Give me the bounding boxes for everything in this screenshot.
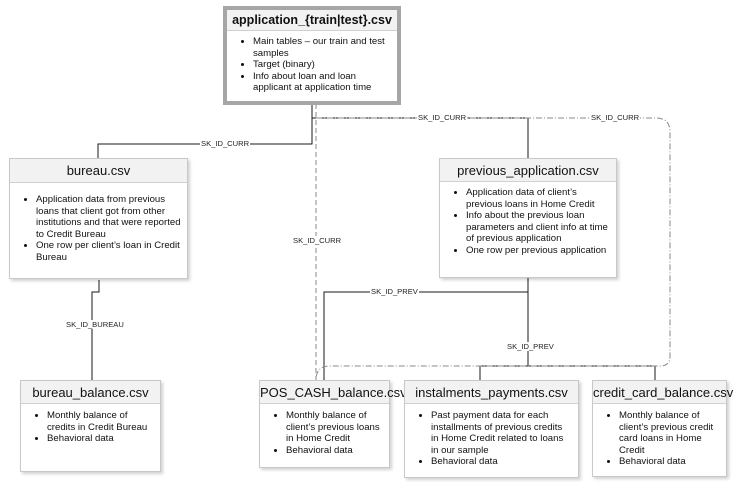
node-items: Application data of client’s previous lo… [440,187,616,257]
node-items: Monthly balance of credits in Credit Bur… [21,410,160,445]
node-item: Behavioral data [431,456,572,468]
edge-label-previous-pos-cash: SK_ID_PREV [370,287,419,296]
node-item: Main tables – our train and test samples [253,36,391,59]
edge-app-previous [312,117,529,158]
node-title: application_{train|test}.csv [227,10,397,31]
node-item: Info about the previous loan parameters … [466,210,610,245]
node-title: previous_application.csv [440,159,616,182]
edge-label-bureau-balance: SK_ID_BUREAU [65,320,125,329]
node-item: Target (binary) [253,59,391,71]
node-items: Past payment data for each installments … [405,410,578,468]
node-items: Monthly balance of client’s previous cre… [593,410,726,468]
edge-label-previous-installments: SK_ID_PREV [506,342,555,351]
node-item: One row per previous application [466,245,610,257]
node-item: Behavioral data [286,445,383,457]
node-item: Behavioral data [619,456,720,468]
edge-bureau-bureau-balance [91,280,100,380]
node-pos-cash-balance: POS_CASH_balance.csv Monthly balance of … [259,380,407,468]
node-title: instalments_payments.csv [405,381,578,404]
node-application: application_{train|test}.csv Main tables… [223,6,401,105]
node-bureau: bureau.csv Application data from previou… [9,158,188,279]
node-bureau-balance: bureau_balance.csv Monthly balance of cr… [20,380,161,472]
edge-label-app-bureau: SK_ID_CURR [200,139,251,148]
node-item: Monthly balance of client’s previous loa… [286,410,383,445]
edge-label-app-credit-card: SK_ID_CURR [590,113,641,122]
node-item: Behavioral data [47,433,154,445]
node-items: Monthly balance of client’s previous loa… [260,410,389,456]
node-previous-application: previous_application.csv Application dat… [439,158,617,278]
node-title: credit_card_balance.csv [593,381,733,404]
node-title: bureau_balance.csv [21,381,160,404]
node-item: Past payment data for each installments … [431,410,572,456]
node-item: Info about loan and loan applicant at ap… [253,71,391,94]
node-item: Application data from previous loans tha… [36,194,181,240]
edge-previous-credit-card [528,365,656,380]
edge-previous-installments [479,292,529,380]
node-title: bureau.csv [10,159,187,183]
node-installments-payments: instalments_payments.csv Past payment da… [404,380,579,478]
edge-label-app-previous: SK_ID_CURR [417,113,468,122]
edge-previous-pos-cash [323,278,529,380]
node-items: Application data from previous loans tha… [10,194,187,264]
node-items: Main tables – our train and test samples… [227,36,397,94]
edge-app-bureau [97,104,313,158]
edge-label-app-pos-cash: SK_ID_CURR [292,236,343,245]
node-item: Monthly balance of client’s previous cre… [619,410,720,456]
node-item: One row per client’s loan in Credit Bure… [36,240,181,263]
node-title: POS_CASH_balance.csv [260,381,407,404]
node-credit-card-balance: credit_card_balance.csv Monthly balance … [592,380,733,477]
node-item: Monthly balance of credits in Credit Bur… [47,410,154,433]
node-item: Application data of client’s previous lo… [466,187,610,210]
